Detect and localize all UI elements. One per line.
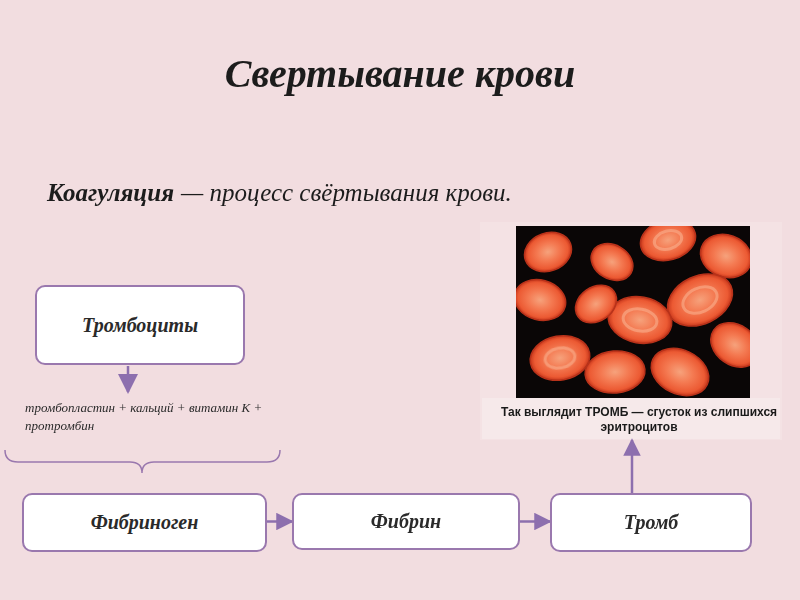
- process-box: Тромб: [550, 493, 752, 552]
- red-cells: [516, 226, 750, 400]
- flow-arrow: [520, 520, 550, 523]
- photo-frame: Так выглядит ТРОМБ — сгусток из слипшихс…: [480, 222, 798, 440]
- definition: — процесс свёртывания крови.: [181, 179, 512, 207]
- brace: [5, 450, 280, 473]
- node-text: Так выглядит ТРОМБ — сгусток из слипшихс…: [486, 405, 792, 435]
- flow-arrow: [267, 520, 292, 523]
- reagents-note: тромбопластин + кальций + витамин К + пр…: [25, 399, 280, 435]
- flow-arrow: [631, 440, 634, 493]
- note-arrow: [127, 366, 130, 392]
- process-box: Фибриноген: [22, 493, 267, 552]
- process-box: Фибрин: [292, 493, 520, 550]
- cell-box: Тромбоциты: [35, 285, 245, 365]
- definition-line: Коагуляция— процесс свёртывания крови.: [47, 179, 512, 207]
- slide-title: Свертывание крови: [0, 50, 800, 97]
- node-text: Фибрин: [371, 510, 441, 533]
- node-text: Тромбоциты: [82, 314, 198, 337]
- node-text: Фибриноген: [91, 511, 199, 534]
- term: Коагуляция: [47, 179, 174, 207]
- node-text: Тромб: [624, 511, 679, 534]
